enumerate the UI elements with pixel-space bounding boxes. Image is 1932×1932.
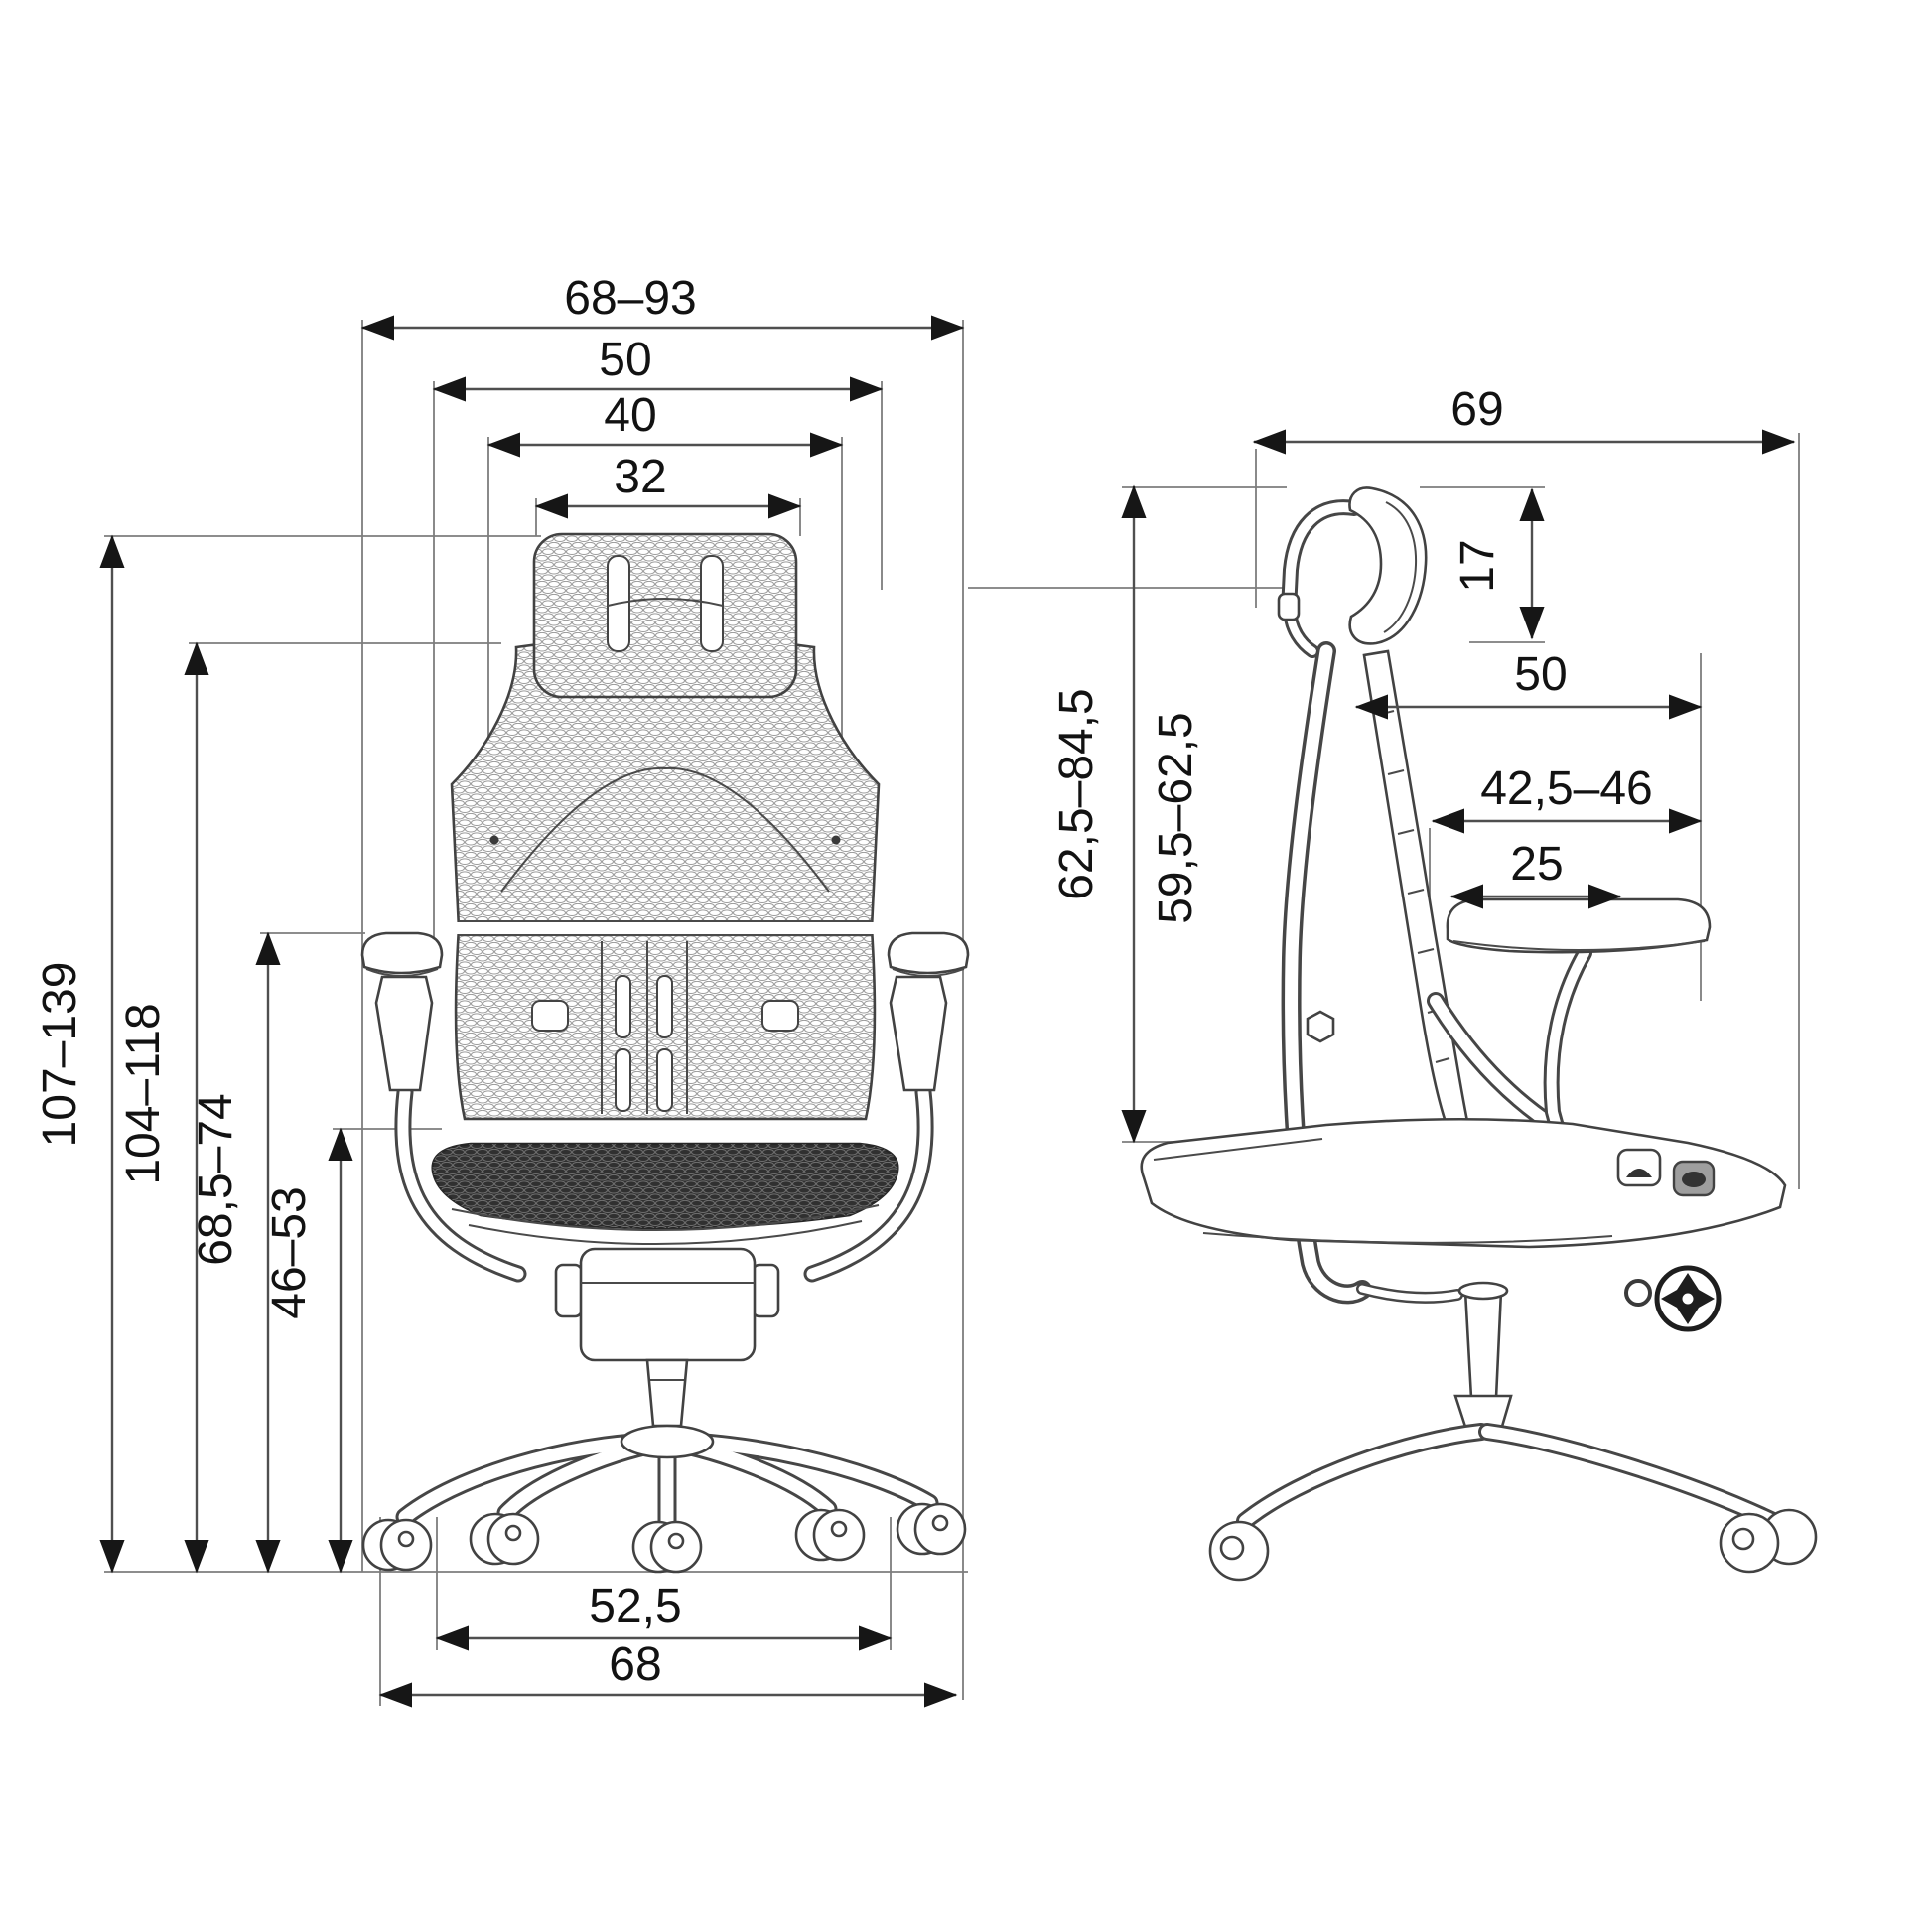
dim-side-armrest-pad-length: 25 bbox=[1449, 838, 1622, 909]
armrest-side bbox=[1446, 897, 1712, 1142]
dim-label-seat-height: 46–53 bbox=[263, 1186, 316, 1318]
dim-label-armrest-height: 68,5–74 bbox=[190, 1093, 242, 1266]
dim-front-seat-height: 46–53 bbox=[263, 1127, 353, 1574]
lumbar-slots bbox=[531, 941, 799, 1114]
dim-front-armrest-height: 68,5–74 bbox=[190, 931, 281, 1574]
casters-side bbox=[1208, 1508, 1818, 1582]
adjustment-wheel bbox=[1654, 1265, 1722, 1332]
armrest-right-front bbox=[803, 931, 970, 1283]
dim-front-base-width: 68 bbox=[378, 1638, 958, 1708]
dim-front-headrest-height: 104–118 bbox=[117, 641, 209, 1574]
dim-side-upper-depth: 50 bbox=[1354, 648, 1703, 720]
dim-label-backrest-with-headrest-height: 62,5–84,5 bbox=[1050, 688, 1103, 900]
backrest-front bbox=[450, 634, 881, 1121]
dim-label-headrest-width: 40 bbox=[604, 389, 656, 442]
dim-label-upper-depth: 50 bbox=[1514, 648, 1567, 701]
dim-label-base-width: 68 bbox=[609, 1638, 661, 1691]
casters-front bbox=[361, 1502, 967, 1574]
dim-front-headrest-pad-width: 32 bbox=[534, 451, 802, 519]
dim-label-overall-width: 68–93 bbox=[564, 272, 696, 325]
dim-label-base-track-width: 52,5 bbox=[589, 1581, 681, 1633]
dim-front-backrest-width: 50 bbox=[432, 334, 884, 402]
dim-label-seat-depth: 42,5–46 bbox=[1480, 762, 1653, 815]
armrest-left-front bbox=[360, 931, 527, 1283]
front-view-chair bbox=[360, 532, 970, 1574]
dim-side-backrest-heights: 62,5–84,5 59,5–62,5 bbox=[1050, 484, 1202, 1144]
seat-side bbox=[1140, 1117, 1787, 1249]
dim-side-headrest-pad-height: 17 bbox=[1451, 487, 1545, 640]
dim-label-backrest-height: 59,5–62,5 bbox=[1150, 712, 1202, 924]
dim-front-headrest-width: 40 bbox=[486, 389, 844, 458]
base-side bbox=[1208, 1265, 1818, 1582]
dim-side-seat-depth: 42,5–46 bbox=[1431, 762, 1703, 834]
dim-front-base-track-width: 52,5 bbox=[435, 1581, 893, 1651]
base-front bbox=[361, 1247, 967, 1574]
dim-label-headrest-height-from-floor: 104–118 bbox=[117, 1003, 170, 1184]
dim-front-overall-height: 107–139 bbox=[34, 534, 125, 1574]
headrest-front bbox=[532, 532, 798, 699]
dim-label-overall-height: 107–139 bbox=[34, 962, 86, 1148]
dim-label-headrest-pad-height: 17 bbox=[1451, 539, 1504, 592]
headrest-side bbox=[1277, 486, 1428, 658]
dim-side-overall-depth: 69 bbox=[1252, 383, 1796, 455]
dim-front-overall-width: 68–93 bbox=[360, 272, 965, 341]
side-view-chair bbox=[1140, 486, 1818, 1582]
dim-label-headrest-pad-width: 32 bbox=[614, 451, 666, 503]
seat-front bbox=[431, 1142, 899, 1246]
dim-label-backrest-width: 50 bbox=[599, 334, 651, 386]
dim-label-overall-depth: 69 bbox=[1450, 383, 1503, 436]
extension-lines bbox=[104, 320, 1800, 1706]
dim-label-armrest-pad-length: 25 bbox=[1510, 838, 1563, 891]
